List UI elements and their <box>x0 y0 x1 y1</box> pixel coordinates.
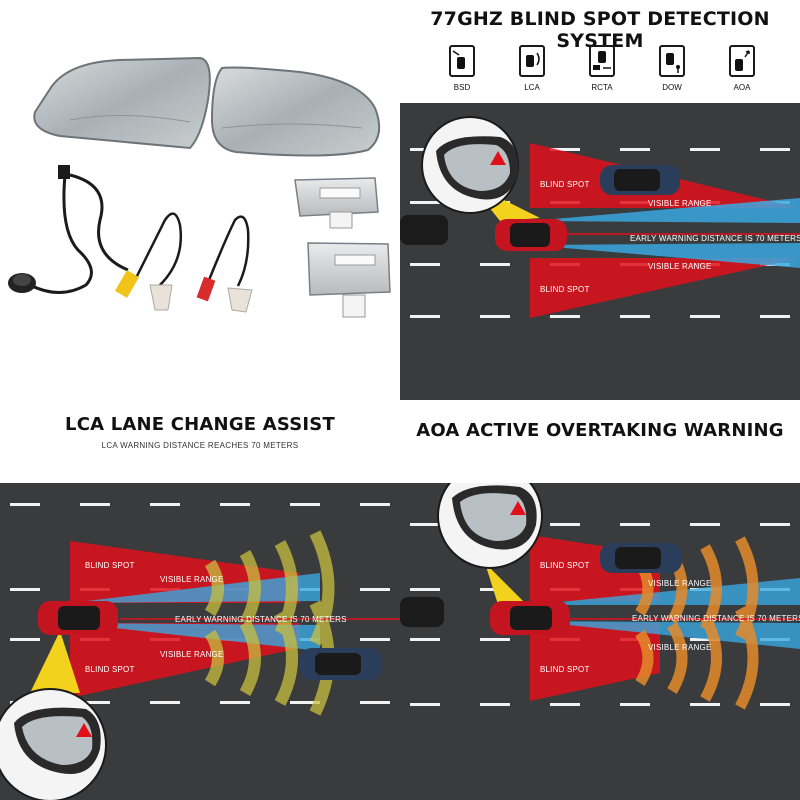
feature-label-aoa: AOA <box>733 83 751 92</box>
feature-icon-rcta: RCTA <box>577 45 627 92</box>
blind-spot-label-top: BLIND SPOT <box>540 561 590 570</box>
visible-range-label-bottom: VISIBLE RANGE <box>648 643 712 652</box>
feature-label-rcta: RCTA <box>591 83 613 92</box>
bsd-system-panel: 77GHZ BLIND SPOT DETECTION SYSTEM BSD LC… <box>400 0 800 400</box>
visible-range-label-bottom: VISIBLE RANGE <box>160 650 224 659</box>
bsd-road-scene <box>400 116 800 318</box>
blind-spot-label-bottom: BLIND SPOT <box>540 285 590 294</box>
right-mirror-glass <box>210 66 381 157</box>
feature-icon-bsd: BSD <box>437 45 487 92</box>
bsd-title: 77GHZ BLIND SPOT DETECTION SYSTEM <box>430 8 770 52</box>
product-components-photo <box>0 0 400 400</box>
blind-spot-label-bottom: BLIND SPOT <box>540 665 590 674</box>
blind-spot-label-top: BLIND SPOT <box>540 180 590 189</box>
lca-road-scene <box>0 503 400 800</box>
early-warning-label: EARLY WARNING DISTANCE IS 70 METERS <box>630 234 800 243</box>
feature-icon-aoa: AOA <box>717 45 767 92</box>
dow-car-icon <box>659 45 685 77</box>
feature-icon-dow: DOW <box>647 45 697 92</box>
visible-range-label-top: VISIBLE RANGE <box>648 199 712 208</box>
visible-range-label-bottom: VISIBLE RANGE <box>648 262 712 271</box>
aoa-car-icon <box>729 45 755 77</box>
aoa-title: AOA ACTIVE OVERTAKING WARNING <box>416 420 784 441</box>
feature-label-bsd: BSD <box>453 83 471 92</box>
early-warning-label: EARLY WARNING DISTANCE IS 70 METERS <box>632 614 800 623</box>
aoa-panel: AOA ACTIVE OVERTAKING WARNING <box>400 400 800 800</box>
road-surface: BLIND SPOT VISIBLE RANGE EARLY WARNING D… <box>0 483 400 800</box>
visible-range-label-top: VISIBLE RANGE <box>648 579 712 588</box>
feature-icon-lca: LCA <box>507 45 557 92</box>
aoa-road-scene <box>400 483 800 710</box>
lca-car-icon <box>519 45 545 77</box>
road-surface: BLIND SPOT VISIBLE RANGE EARLY WARNING D… <box>400 103 800 400</box>
feature-icon-row: BSD LCA RCTA DOW <box>400 45 800 100</box>
visible-range-label-top: VISIBLE RANGE <box>160 575 224 584</box>
left-mirror-glass <box>33 56 211 150</box>
early-warning-label: EARLY WARNING DISTANCE IS 70 METERS <box>175 615 347 624</box>
blind-spot-label-bottom: BLIND SPOT <box>85 665 135 674</box>
product-kit-illustration <box>8 56 391 318</box>
lca-subtitle: LCA WARNING DISTANCE REACHES 70 METERS <box>101 441 299 450</box>
rcta-car-icon <box>589 45 615 77</box>
blind-spot-label-top: BLIND SPOT <box>85 561 135 570</box>
feature-label-dow: DOW <box>662 83 682 92</box>
lca-panel: LCA LANE CHANGE ASSIST LCA WARNING DISTA… <box>0 400 400 800</box>
feature-label-lca: LCA <box>524 83 540 92</box>
road-surface: BLIND SPOT VISIBLE RANGE EARLY WARNING D… <box>400 483 800 800</box>
lca-title: LCA LANE CHANGE ASSIST <box>65 414 335 435</box>
bsd-car-icon <box>449 45 475 77</box>
